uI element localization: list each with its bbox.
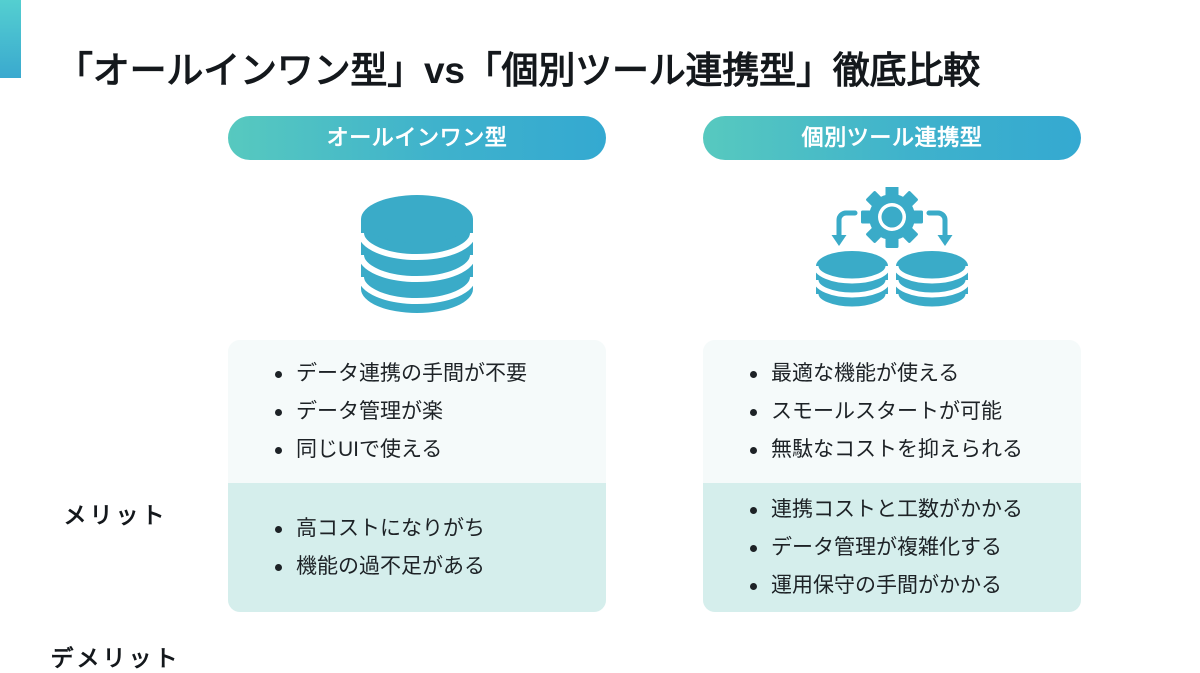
card-all-in-one: データ連携の手間が不要 データ管理が楽 同じUIで使える 高コストになりがち 機…	[228, 340, 606, 612]
list-item: データ管理が複雑化する	[745, 529, 1063, 567]
list-item: 無駄なコストを抑えられる	[745, 431, 1063, 469]
card-best-of-breed: 最適な機能が使える スモールスタートが可能 無駄なコストを抑えられる 連携コスト…	[703, 340, 1081, 612]
accent-bar	[0, 0, 21, 78]
database-stack-icon	[358, 195, 476, 313]
merit-cell-all-in-one: データ連携の手間が不要 データ管理が楽 同じUIで使える	[228, 340, 606, 483]
row-label-merit: メリット	[63, 502, 168, 528]
demerit-cell-all-in-one: 高コストになりがち 機能の過不足がある	[228, 483, 606, 612]
column-heading-label: オールインワン型	[326, 125, 508, 150]
list-item: データ連携の手間が不要	[270, 355, 588, 393]
page-title: 「オールインワン型」vs「個別ツール連携型」徹底比較	[56, 49, 980, 91]
list-item: 同じUIで使える	[270, 431, 588, 469]
icon-slot-all-in-one	[228, 178, 606, 328]
column-heading-label: 個別ツール連携型	[801, 125, 983, 150]
column-heading-pill-all-in-one: オールインワン型	[228, 116, 606, 160]
merit-list-all-in-one: データ連携の手間が不要 データ管理が楽 同じUIで使える	[270, 355, 588, 469]
list-item: スモールスタートが可能	[745, 393, 1063, 431]
row-label-demerit: デメリット	[50, 645, 181, 671]
list-item: 連携コストと工数がかかる	[745, 491, 1063, 529]
list-item: 運用保守の手間がかかる	[745, 567, 1063, 605]
page-header: 「オールインワン型」vs「個別ツール連携型」徹底比較	[0, 0, 1200, 96]
demerit-cell-best-of-breed: 連携コストと工数がかかる データ管理が複雑化する 運用保守の手間がかかる	[703, 483, 1081, 612]
list-item: 最適な機能が使える	[745, 355, 1063, 393]
demerit-list-all-in-one: 高コストになりがち 機能の過不足がある	[270, 510, 588, 586]
list-item: 高コストになりがち	[270, 510, 588, 548]
demerit-list-best-of-breed: 連携コストと工数がかかる データ管理が複雑化する 運用保守の手間がかかる	[745, 491, 1063, 605]
list-item: 機能の過不足がある	[270, 548, 588, 586]
column-heading-pill-best-of-breed: 個別ツール連携型	[703, 116, 1081, 160]
list-item: データ管理が楽	[270, 393, 588, 431]
icon-slot-best-of-breed	[703, 178, 1081, 328]
gear-two-databases-icon	[813, 187, 971, 312]
merit-cell-best-of-breed: 最適な機能が使える スモールスタートが可能 無駄なコストを抑えられる	[703, 340, 1081, 483]
merit-list-best-of-breed: 最適な機能が使える スモールスタートが可能 無駄なコストを抑えられる	[745, 355, 1063, 469]
comparison-grid: メリット デメリット オールインワン型	[0, 96, 1200, 671]
